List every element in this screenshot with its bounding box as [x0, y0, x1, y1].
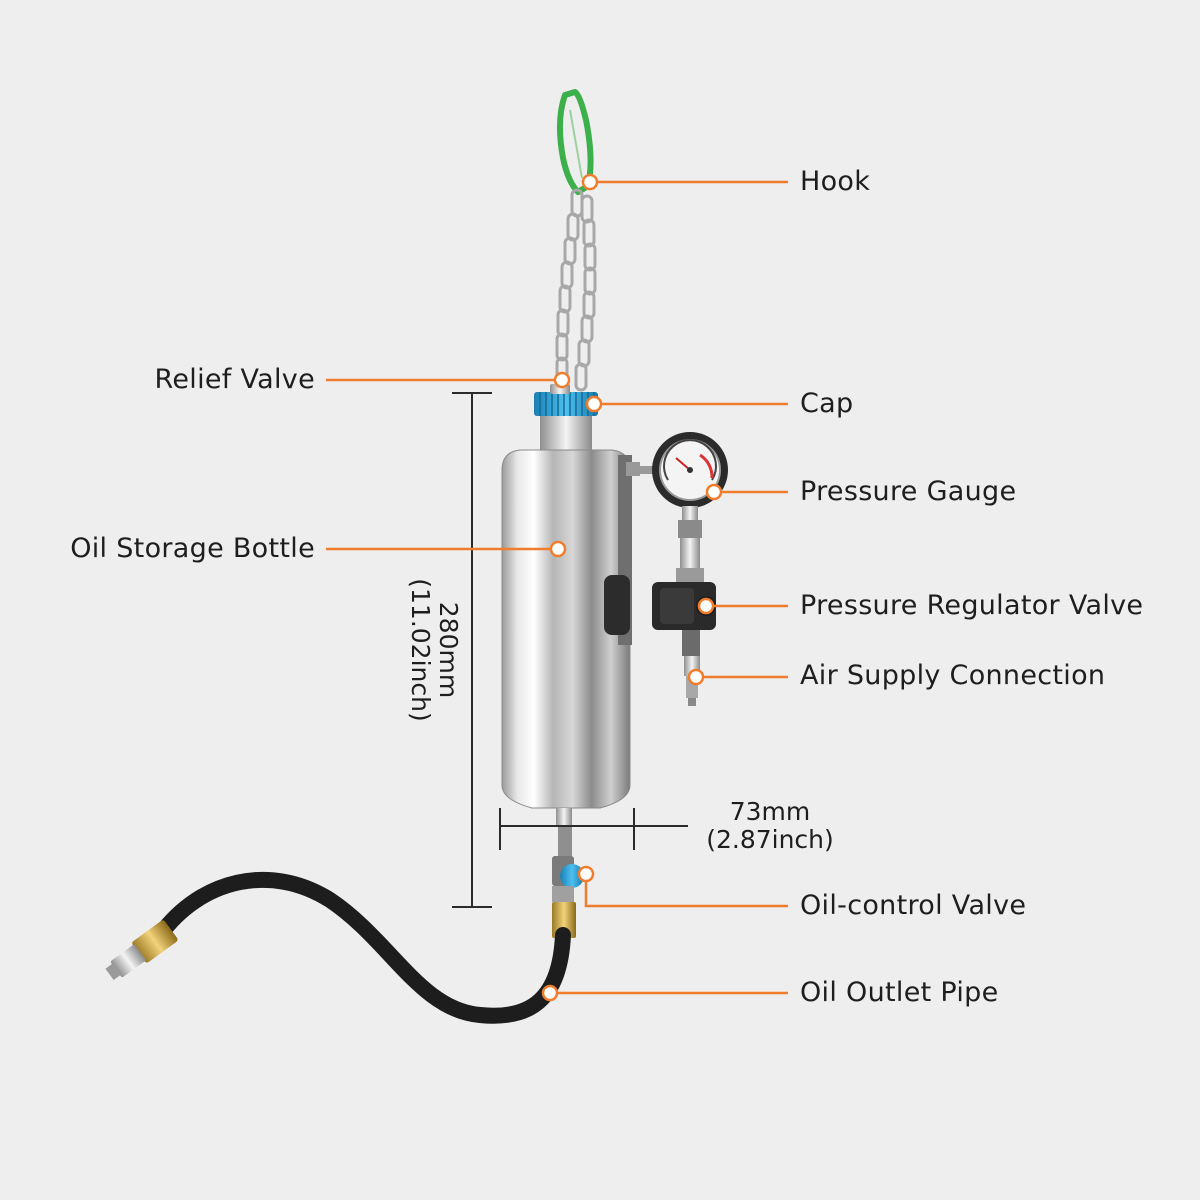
label-oil-control-valve: Oil-control Valve: [800, 890, 1027, 921]
hose-end-fitting: [105, 920, 178, 981]
leader-dots: [541, 173, 723, 1002]
oil-storage-bottle: [501, 449, 640, 809]
pressure-gauge: [638, 432, 728, 530]
width-dimension-text: 73mm (2.87inch): [690, 798, 850, 854]
label-cap: Cap: [800, 388, 854, 419]
height-mm: 280mm: [434, 601, 463, 699]
height-dimension-line: [452, 392, 492, 908]
cap: [534, 384, 598, 416]
width-inch: (2.87inch): [706, 825, 834, 854]
gauge-fitting: [676, 520, 704, 582]
height-inch: (11.02inch): [406, 578, 435, 722]
label-oil-storage-bottle: Oil Storage Bottle: [70, 533, 315, 564]
width-mm: 73mm: [729, 797, 811, 826]
label-air-supply-connection: Air Supply Connection: [800, 660, 1106, 691]
label-hook: Hook: [800, 166, 871, 197]
pressure-regulator: [652, 582, 716, 656]
chain: [555, 188, 597, 392]
label-relief-valve: Relief Valve: [154, 364, 315, 395]
label-oil-outlet-pipe: Oil Outlet Pipe: [800, 977, 999, 1008]
leader-lines: [326, 180, 788, 995]
label-pressure-gauge: Pressure Gauge: [800, 476, 1017, 507]
oil-outlet-hose: [152, 871, 571, 1024]
bottle-neck: [540, 416, 592, 456]
label-pressure-regulator-valve: Pressure Regulator Valve: [800, 590, 1144, 621]
width-dimension-line: [499, 808, 688, 850]
